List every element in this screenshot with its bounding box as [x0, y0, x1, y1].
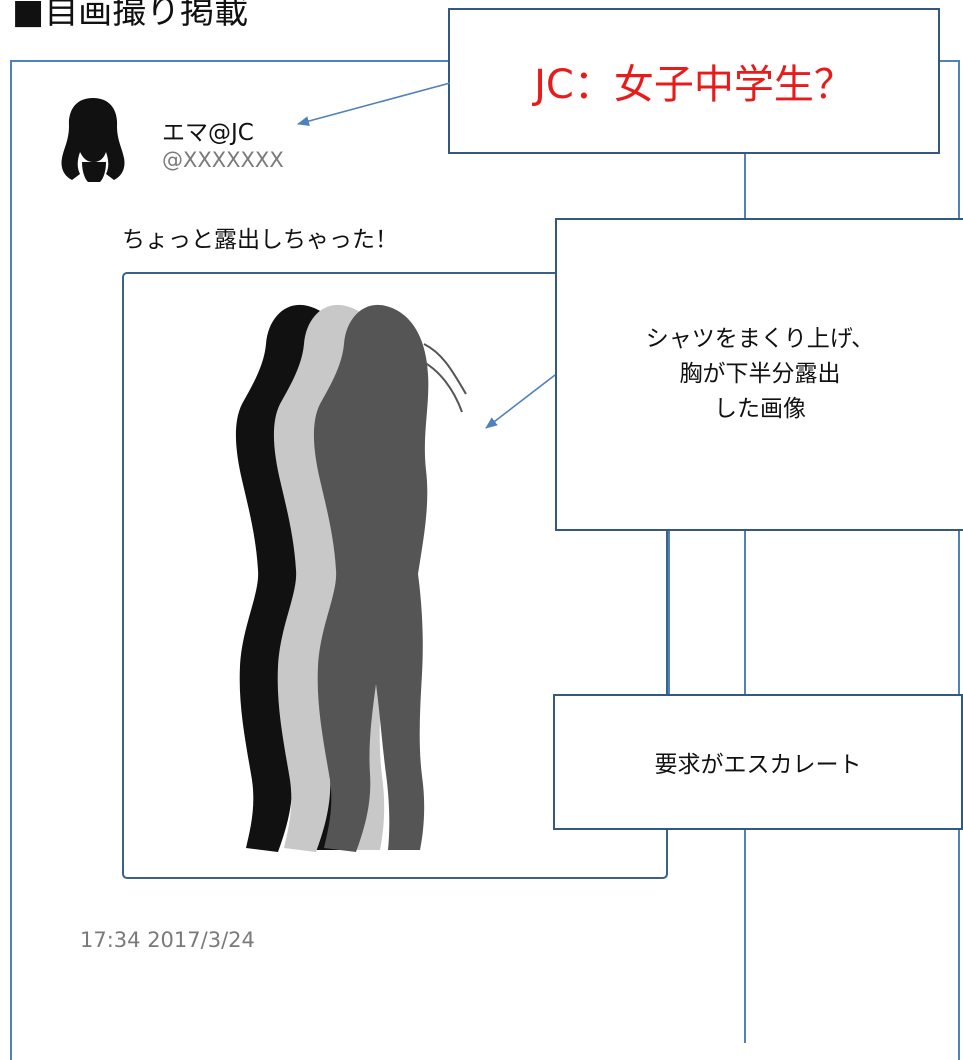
avatar: [58, 96, 128, 182]
callout-image-text: シャツをまくり上げ、 胸が下半分露出 した画像: [645, 326, 875, 422]
woman-silhouette-icon: [61, 98, 125, 182]
callout-escalate-box: 要求がエスカレート: [553, 694, 963, 830]
connector-line-right: [744, 529, 746, 696]
page-title: ■自画撮り掲載: [12, 0, 249, 32]
connector-line-left: [668, 529, 670, 696]
post-handle: @XXXXXXX: [162, 148, 284, 172]
callout-escalate-text: 要求がエスカレート: [654, 752, 862, 778]
silhouette-figure-mid: [313, 304, 467, 852]
callout-title-text: JC：女子中学生？: [534, 62, 854, 108]
callout-image-box: シャツをまくり上げ、 胸が下半分露出 した画像: [555, 218, 963, 531]
connector-line-bottom: [744, 828, 746, 1043]
post-timestamp: 17:34 2017/3/24: [80, 928, 255, 952]
post-username: エマ@JC: [162, 120, 254, 146]
post-text: ちょっと露出しちゃった！: [122, 227, 398, 253]
connector-line-title: [744, 152, 746, 220]
callout-title-box: JC：女子中学生？: [448, 8, 940, 154]
